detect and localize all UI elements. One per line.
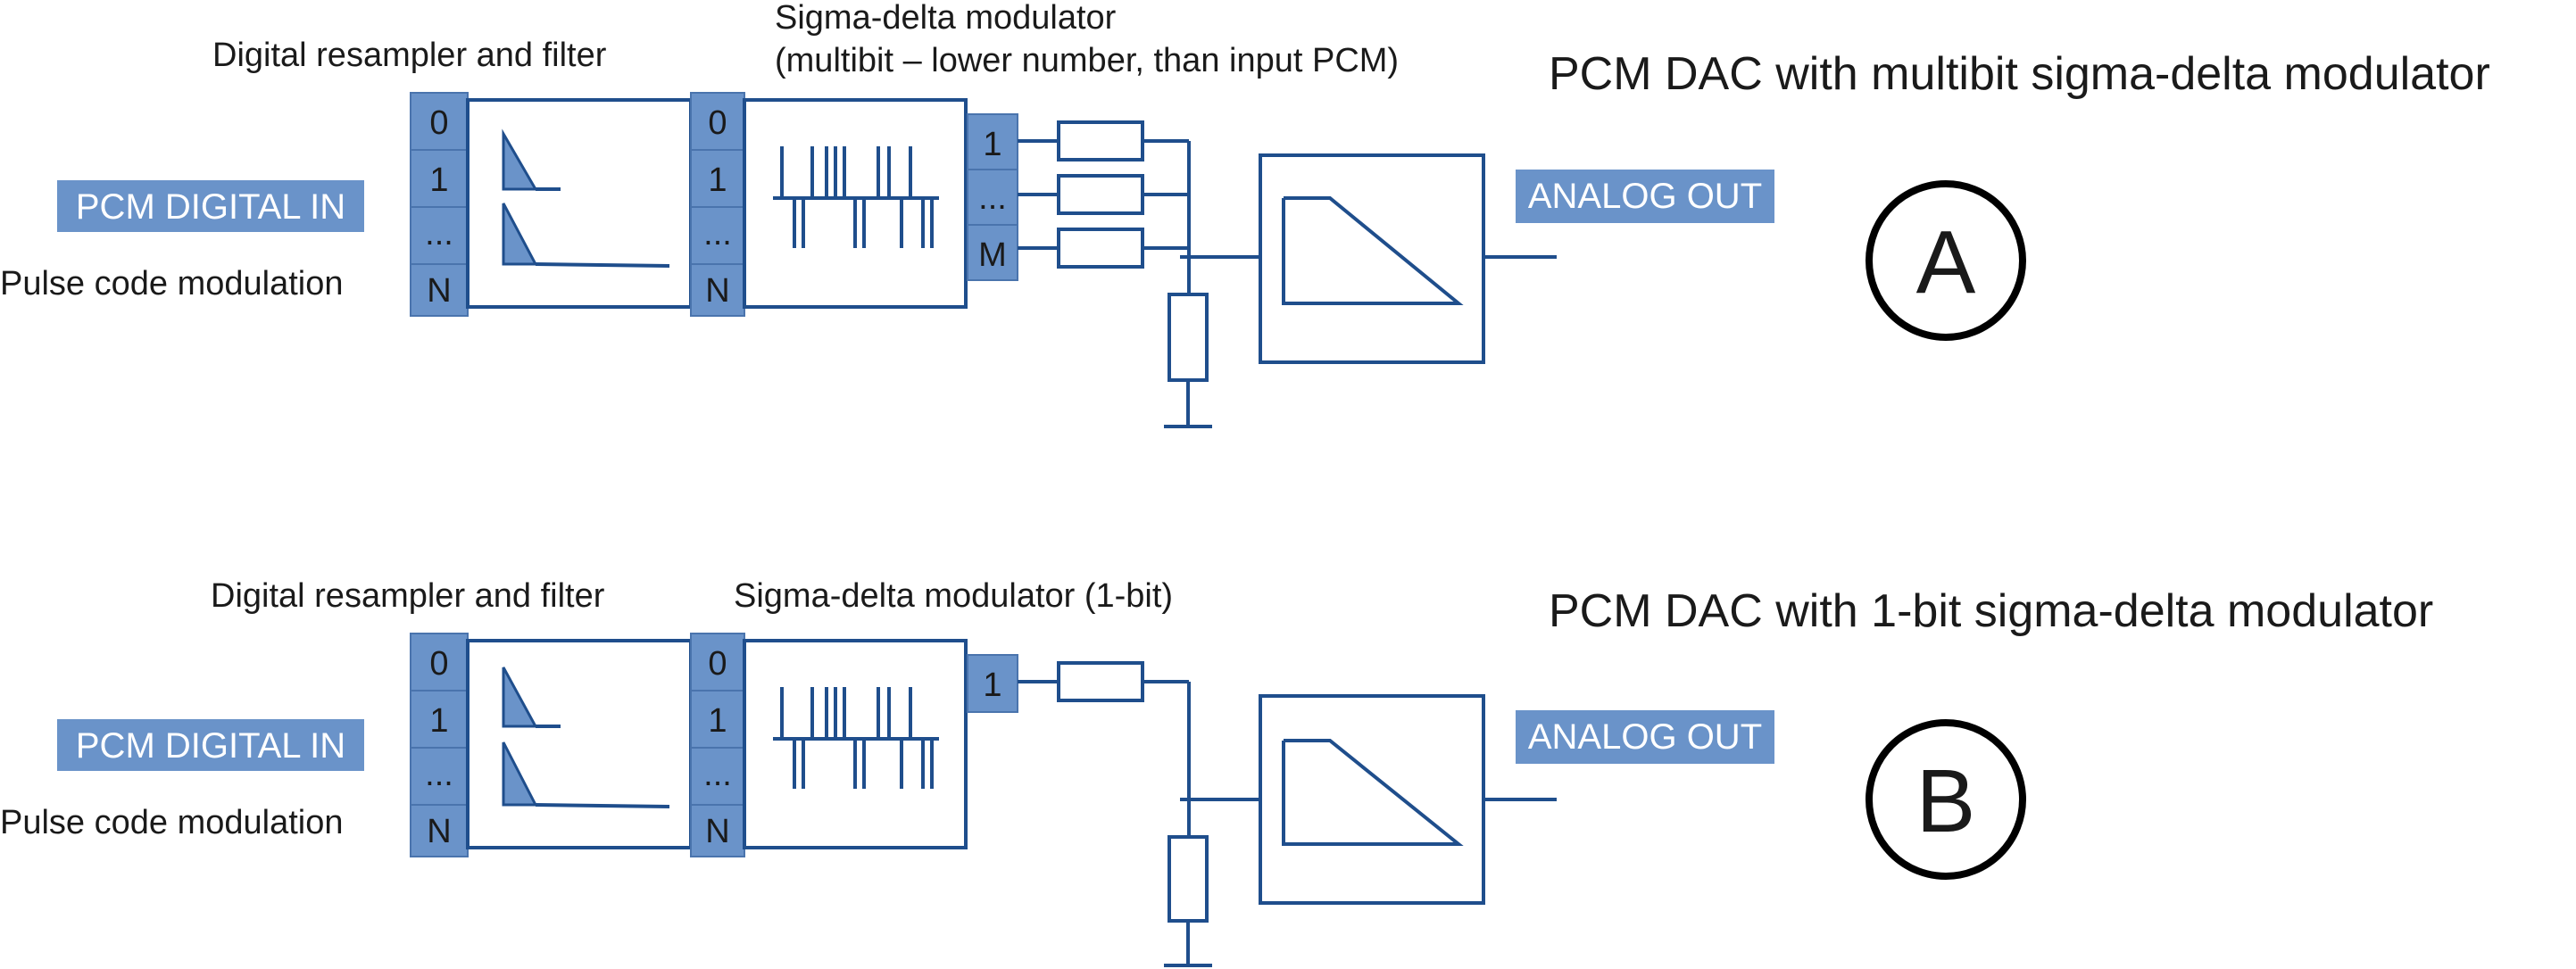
marker-circle-b [1866,719,2026,880]
mod-bit-0: 0 [708,104,727,142]
filter-response-icon [502,128,538,191]
mod-bit-cell [690,747,745,806]
mod-bit-cell [690,149,745,208]
output-bits-a: 1 ... M [967,113,1018,281]
filter-response-icon [502,741,538,807]
input-bit-0: 0 [429,645,448,683]
diagram-b: Digital resampler and filter Sigma-delta… [0,577,2433,967]
mod-bit-cell [690,263,745,317]
mod-bits-a: 0 1 ... N [690,92,745,317]
marker-b: B [1916,751,1976,851]
marker-circle-a [1866,180,2026,341]
analog-out-badge-a [1516,170,1774,223]
modulator-label-a-line1: Sigma-delta modulator [775,0,1117,37]
pcm-digital-in-badge-b [57,719,364,771]
output-bit-dots: ... [978,179,1007,217]
pulse-code-caption-b: Pulse code modulation [0,804,343,841]
filter-response-icon [502,203,538,266]
resistor-icon [1168,835,1209,923]
output-bit-1: 1 [983,667,1001,704]
mod-bit-dots: ... [703,756,732,793]
resistor-icon [1057,120,1144,162]
filter-response-icon [502,667,538,728]
input-bit-n: N [427,813,451,850]
input-bit-dots: ... [425,215,453,253]
analog-out-text-a: ANALOG OUT [1528,177,1762,216]
pcm-digital-in-badge-a [57,180,364,232]
filter-response-tail [535,803,670,808]
filter-response-tail [535,262,670,268]
pulse-code-caption-a: Pulse code modulation [0,265,343,302]
input-bit-n: N [427,272,451,310]
analog-out-text-b: ANALOG OUT [1528,717,1762,757]
pcm-digital-in-text-b: PCM DIGITAL IN [76,726,345,766]
input-bits-a: 0 1 ... N [410,92,469,317]
pulse-train-icon-b [773,687,939,789]
resistor-network-a [1018,120,1260,428]
input-bit-1: 1 [429,162,448,199]
output-bit-m: M [978,236,1007,274]
diagram-a: Digital resampler and filter Sigma-delta… [0,0,2490,428]
pcm-digital-in-text-a: PCM DIGITAL IN [76,187,345,227]
output-bit-cell [967,169,1018,226]
mod-bit-dots: ... [703,215,732,253]
input-bit-cell [410,804,469,857]
input-bit-cell [410,206,469,265]
filter-box-b [466,639,693,849]
filter-box-a [466,98,693,309]
analog-filter-box-a [1259,153,1485,364]
input-bit-cell [410,263,469,317]
resistor-icon [1057,228,1144,269]
filter-label-b: Digital resampler and filter [211,577,605,615]
resistor-network-b [1018,661,1260,967]
mod-bit-0: 0 [708,645,727,683]
modulator-label-b: Sigma-delta modulator (1-bit) [734,577,1173,615]
input-bit-cell [410,92,469,151]
input-bit-1: 1 [429,702,448,740]
resistor-icon [1057,174,1144,215]
analog-filter-box-b [1259,694,1485,905]
lowpass-response-icon [1282,196,1464,305]
filter-label-a: Digital resampler and filter [212,37,607,74]
mod-bit-n: N [705,272,729,310]
title-b: PCM DAC with 1-bit sigma-delta modulator [1549,585,2433,637]
resistor-icon [1057,661,1144,702]
input-bit-cell [410,149,469,208]
output-bit-cell [967,654,1018,713]
pulse-train-icon-a [773,146,939,248]
lowpass-response-icon [1282,739,1464,846]
marker-a: A [1916,212,1976,312]
mod-bits-b: 0 1 ... N [690,633,745,857]
output-bits-b: 1 [967,654,1018,713]
title-a: PCM DAC with multibit sigma-delta modula… [1549,48,2490,100]
input-bits-b: 0 1 ... N [410,633,469,857]
input-bit-cell [410,633,469,692]
mod-bit-cell [690,804,745,857]
output-bit-cell [967,224,1018,281]
mod-bit-1: 1 [708,702,727,740]
analog-out-badge-b [1516,710,1774,764]
modulator-label-a-line2: (multibit – lower number, than input PCM… [775,42,1399,79]
input-bit-dots: ... [425,756,453,793]
input-bit-0: 0 [429,104,448,142]
output-bit-1: 1 [983,126,1001,163]
mod-bit-1: 1 [708,162,727,199]
mod-bit-n: N [705,813,729,850]
resistor-icon [1168,293,1209,382]
output-bit-cell [967,113,1018,170]
